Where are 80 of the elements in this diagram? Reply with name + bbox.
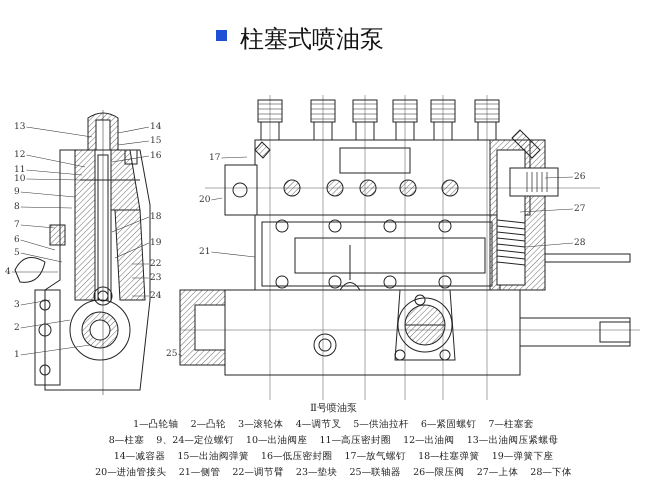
leader-line: [221, 156, 248, 158]
leader-line: [26, 170, 82, 176]
leader-line: [26, 154, 86, 168]
part-legend-entry: 14—减容器: [114, 451, 166, 462]
callout-number: 13: [14, 122, 26, 132]
part-legend-entry: 1—凸轮轴: [133, 419, 179, 430]
part-legend-entry: 3—滚轮体: [238, 419, 284, 430]
part-legend-entry: 20—进油管接头: [95, 467, 167, 478]
callout-number: 24: [150, 291, 162, 301]
leader-line: [114, 242, 150, 258]
callout-number: 27: [574, 204, 586, 214]
leader-line: [20, 206, 72, 208]
leader-line: [520, 208, 574, 212]
callout-number: 9: [14, 187, 20, 197]
part-legend-entry: 9、24—定位螺钉: [156, 435, 234, 446]
callout-number: 12: [14, 150, 26, 160]
callout-number: 6: [14, 235, 20, 245]
callout-number: 1: [14, 350, 20, 360]
part-legend-entry: 8—柱塞: [108, 435, 144, 446]
callout-number: 7: [14, 220, 20, 230]
callout-number: 11: [14, 165, 26, 175]
callout-number: 19: [150, 238, 162, 248]
leader-line: [211, 198, 222, 200]
callout-number: 5: [14, 248, 20, 258]
part-legend-entry: 4—调节叉: [296, 419, 342, 430]
part-legend-entry: 28—下体: [530, 467, 572, 478]
callout-number: 17: [209, 153, 220, 163]
callout-number: 2: [14, 323, 20, 333]
part-legend-entry: 17—放气螺钉: [344, 451, 406, 462]
callout-number: 10: [14, 174, 26, 184]
leader-line: [20, 320, 70, 328]
leader-line: [26, 178, 80, 180]
leader-line: [20, 300, 50, 306]
callout-number: 28: [574, 238, 586, 248]
leader-line: [20, 344, 90, 356]
leader-line: [178, 354, 182, 356]
callout-number: 8: [14, 202, 20, 212]
callout-number: 25: [166, 349, 178, 359]
leader-line: [20, 252, 62, 262]
callout-number: 3: [14, 300, 20, 310]
leader-line: [26, 126, 92, 138]
callout-number: 4: [5, 267, 11, 277]
leader-line: [20, 240, 56, 250]
leader-line: [544, 176, 574, 178]
part-legend-entry: 5—供油拉杆: [353, 419, 409, 430]
leader-line: [211, 252, 256, 258]
part-legend-entry: 7—柱塞套: [488, 419, 534, 430]
part-legend-entry: 21—侧管: [178, 467, 220, 478]
callout-number: 22: [150, 259, 162, 269]
callout-number: 26: [574, 172, 586, 182]
callout-number: 16: [150, 151, 162, 161]
caption: Ⅱ号喷油泵: [310, 403, 357, 414]
leader-line: [112, 156, 150, 162]
callout-number: 18: [150, 212, 162, 222]
part-legend-entry: 18—柱塞弹簧: [418, 451, 480, 462]
title: 柱塞式喷油泵: [240, 24, 384, 54]
leader-line: [118, 140, 150, 146]
leader-line: [20, 192, 76, 198]
part-legend-entry: 2—凸轮: [190, 419, 226, 430]
part-legend-entry: 12—出油阀: [403, 435, 455, 446]
part-legend-entry: 23—垫块: [296, 467, 338, 478]
part-legend-entry: 13—出油阀压紧螺母: [466, 435, 558, 446]
part-legend-entry: 26—限压阀: [413, 467, 465, 478]
callout-number: 20: [199, 195, 210, 205]
callout-number: 15: [150, 136, 162, 146]
part-legend-entry: 25—联轴器: [350, 467, 402, 478]
part-legend-entry: 22—调节臂: [232, 467, 284, 478]
part-legend-entry: 15—出油阀弹簧: [177, 451, 249, 462]
leader-line: [20, 224, 56, 228]
part-legend-entry: 27—上体: [476, 467, 518, 478]
callout-number: 21: [199, 247, 210, 257]
part-legend-entry: 16—低压密封圈: [260, 451, 332, 462]
leader-line: [524, 242, 574, 248]
part-legend-entry: 11—高压密封圈: [320, 435, 392, 446]
part-legend-entry: 19—弹簧下座: [492, 451, 554, 462]
part-legend-entry: 6—紧固螺钉: [420, 419, 476, 430]
callout-number: 14: [150, 122, 162, 132]
callout-number: 23: [150, 273, 162, 283]
part-legend-entry: 10—出油阀座: [246, 435, 308, 446]
leader-line: [118, 126, 150, 134]
